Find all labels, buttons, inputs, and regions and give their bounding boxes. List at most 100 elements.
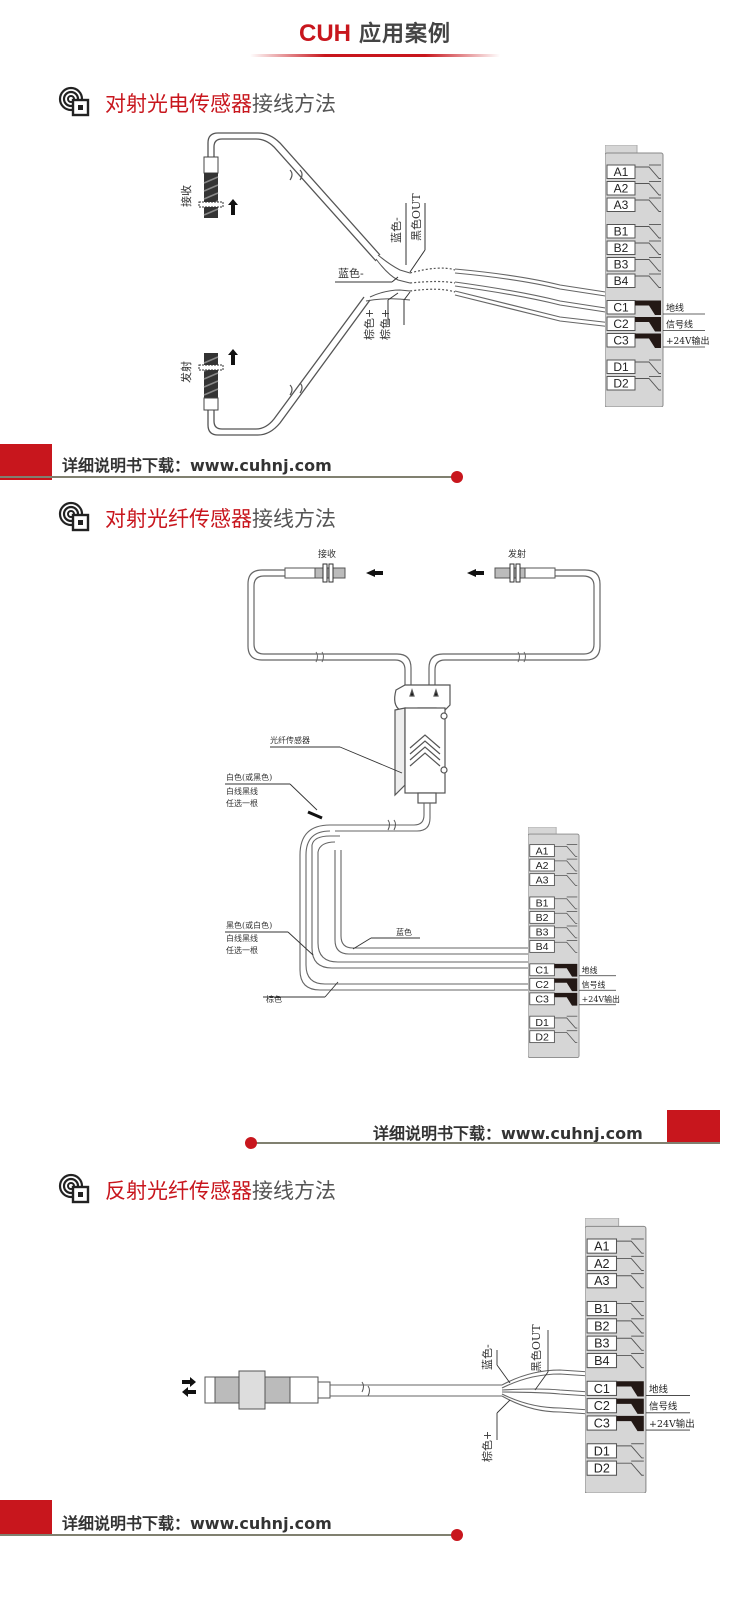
- terminal-A2: A2: [586, 1255, 644, 1272]
- terminal-label: B2: [536, 912, 549, 924]
- terminal-D1: D1: [606, 359, 661, 374]
- terminal-label: C2: [594, 1399, 610, 1413]
- download-link[interactable]: 详细说明书下载：www.cuhnj.com: [373, 1124, 643, 1143]
- terminal-B2: B2: [606, 240, 661, 255]
- terminal-label: C2: [613, 317, 629, 331]
- terminal-C2: C2 信号线: [529, 977, 616, 992]
- blue-label: 蓝色: [396, 927, 412, 937]
- divider-line: [0, 1534, 455, 1536]
- black-or-white-label: 黑色(或白色): [226, 920, 272, 930]
- arrow-right-icon: [182, 1377, 196, 1387]
- accent-block: [0, 444, 52, 480]
- brown-pos-label-1: 棕色+: [362, 309, 376, 340]
- terminal-A1: A1: [586, 1238, 644, 1254]
- divider-line: [253, 1142, 720, 1144]
- terminal-function-label: 地线: [582, 965, 598, 975]
- header-title: 应用案例: [358, 22, 451, 47]
- terminal-label: C1: [535, 965, 549, 977]
- section-2-title-gray: 接线方法: [252, 507, 336, 531]
- terminal-D2: D2: [529, 1030, 578, 1043]
- terminal-label: D1: [613, 360, 629, 374]
- brown-pos-label-2: 棕色+: [378, 309, 392, 340]
- blue-neg-label-left: 蓝色-: [338, 266, 364, 280]
- terminal-label: B1: [614, 225, 629, 239]
- section-2-title: 对射光纤传感器接线方法: [105, 503, 336, 533]
- blue-neg-label-top: 蓝色-: [389, 217, 403, 243]
- terminal-C2: C2 信号线: [586, 1398, 690, 1414]
- accent-block: [667, 1110, 720, 1142]
- fiber-receiver-label: 接收: [318, 548, 336, 560]
- arrow-left-icon: [467, 569, 484, 577]
- terminal-function-label: +24V输出: [582, 994, 620, 1004]
- terminal-label: C2: [535, 979, 549, 991]
- lower-cable-outer: [207, 299, 371, 436]
- arrow-left-icon: [366, 569, 383, 577]
- terminal-label: B2: [614, 241, 629, 255]
- brown-label: 棕色: [266, 994, 282, 1004]
- download-bar-2[interactable]: 详细说明书下载：www.cuhnj.com: [245, 1110, 720, 1149]
- terminal-label: B3: [594, 1337, 609, 1351]
- terminal-C3: C3+24V输出: [586, 1415, 695, 1432]
- terminal-label: B3: [536, 927, 549, 939]
- arrow-left-icon: [182, 1387, 196, 1397]
- through-beam-fiber-diagram: 接收 发射 光纤传感器: [225, 548, 601, 1004]
- terminal-C2: C2 信号线: [606, 316, 705, 332]
- terminal-label: A2: [614, 182, 629, 196]
- fiber-receiver-head: [284, 563, 383, 583]
- terminal-label: B4: [614, 274, 629, 288]
- sensor-signal-icon: [58, 501, 90, 532]
- terminal-function-label: 信号线: [649, 1401, 678, 1413]
- terminal-label: B1: [594, 1302, 609, 1316]
- download-link[interactable]: 详细说明书下载：www.cuhnj.com: [62, 1514, 332, 1533]
- header-divider: [250, 54, 500, 57]
- terminal-label: B4: [536, 941, 549, 953]
- receiver-label: 接收: [179, 185, 193, 207]
- terminal-B1: B1: [529, 896, 578, 910]
- terminal-function-label: 信号线: [582, 980, 606, 990]
- download-bar-3[interactable]: 详细说明书下载：www.cuhnj.com: [0, 1500, 470, 1541]
- fiber-emitter-label: 发射: [508, 548, 526, 560]
- terminal-B2: B2: [529, 911, 578, 924]
- black-out-label: 黑色OUT: [409, 193, 423, 241]
- sensor-signal-icon: [58, 86, 90, 117]
- brand-logo: CUH: [298, 20, 351, 47]
- arrow-up-icon: [228, 199, 238, 215]
- terminal-C3: C3+24V输出: [606, 333, 710, 348]
- terminal-label: B1: [536, 898, 549, 910]
- download-link[interactable]: 详细说明书下载：www.cuhnj.com: [62, 456, 332, 475]
- terminal-label: A3: [594, 1274, 609, 1288]
- terminal-label: A1: [536, 845, 549, 857]
- page-header: CUH 应用案例: [0, 16, 750, 48]
- section-3-title-gray: 接线方法: [252, 1179, 336, 1203]
- white-black-note-3: 白线黑线: [226, 933, 258, 943]
- fiber-amplifier: [394, 684, 451, 804]
- terminal-function-label: 信号线: [666, 319, 693, 331]
- terminal-label: B4: [594, 1354, 609, 1368]
- fiber-sensor-label: 光纤传感器: [270, 735, 310, 745]
- section-3-title-red: 反射光纤传感器: [105, 1179, 252, 1203]
- terminal-C3: C3+24V输出: [529, 992, 620, 1006]
- divider-dot: [451, 471, 463, 483]
- terminal-label: A1: [594, 1240, 609, 1254]
- download-bar-1[interactable]: 详细说明书下载：www.cuhnj.com: [0, 444, 470, 483]
- terminal-D2: D2: [586, 1460, 644, 1476]
- terminal-label: B2: [594, 1319, 609, 1333]
- terminal-label: C3: [594, 1416, 610, 1430]
- terminal-label: A2: [536, 860, 549, 872]
- arrow-up-icon: [228, 349, 238, 365]
- fiber-emitter-head: [467, 563, 556, 583]
- terminal-label: D2: [613, 377, 629, 391]
- terminal-A2: A2: [529, 858, 578, 872]
- white-black-note-1: 白线黑线: [226, 786, 258, 796]
- terminal-B3: B3: [529, 925, 578, 939]
- terminal-label: A1: [614, 165, 629, 179]
- terminal-A1: A1: [529, 844, 578, 857]
- section-2-heading: [58, 501, 94, 537]
- terminal-A1: A1: [606, 164, 661, 179]
- reflective-sensor: [204, 1370, 331, 1410]
- sensor-signal-icon: [58, 1173, 90, 1204]
